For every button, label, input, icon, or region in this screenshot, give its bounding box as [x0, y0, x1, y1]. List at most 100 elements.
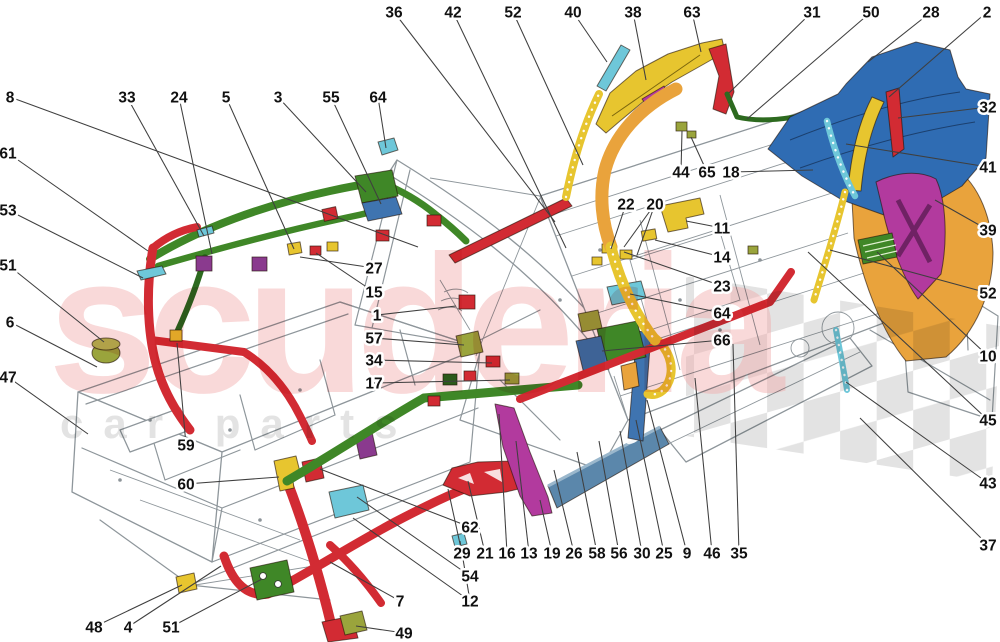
leader-line-6 [9, 321, 98, 368]
watermark-brand-text: scuderia [48, 215, 786, 434]
callout-36: 36 [385, 5, 403, 22]
callout-1: 1 [373, 308, 382, 325]
leader-line-43 [845, 381, 989, 484]
leader-lines [7, 11, 989, 634]
callout-44: 44 [672, 165, 690, 182]
leader-line-1 [376, 305, 457, 316]
leader-line-59 [176, 342, 187, 446]
leader-line-60 [185, 476, 280, 485]
part-mount-cylinder-top-olive [91, 337, 121, 351]
part-bracket-yellow [169, 329, 183, 342]
part-front-hoop-tube-red [143, 243, 195, 435]
part-clip-yellow [591, 256, 603, 266]
part-clip-red [427, 395, 441, 407]
leader-line-8 [9, 96, 419, 248]
leader-line-7 [329, 561, 401, 602]
callout-10: 10 [979, 349, 996, 366]
callout-29: 29 [453, 546, 471, 563]
callout-11: 11 [714, 221, 731, 238]
callout-50: 50 [862, 5, 879, 22]
part-sill-strip-red [448, 197, 573, 264]
callout-22: 22 [617, 197, 634, 214]
part-strip-yellow-riveted [810, 188, 849, 304]
part-strip-cyan [136, 265, 167, 281]
part-box-olive [455, 330, 484, 358]
part-front-lower-crossmember-green [154, 206, 384, 270]
leader-line-5 [225, 96, 295, 250]
leader-line-21 [467, 480, 486, 554]
part-dash-plate-blue [361, 196, 403, 222]
leader-line-57 [373, 337, 465, 346]
leader-line-54 [356, 496, 471, 577]
part-bracket-olive [577, 309, 603, 333]
leader-line-55 [330, 96, 382, 205]
leader-line-41 [845, 143, 989, 168]
leader-line-39 [934, 199, 989, 231]
leader-line-26 [553, 469, 575, 554]
callout-21: 21 [476, 546, 494, 563]
callout-30: 30 [633, 546, 650, 563]
callout-3: 3 [274, 90, 283, 107]
part-bracket-olive [339, 610, 368, 636]
leader-line-61 [7, 152, 149, 252]
leader-line-37 [859, 417, 989, 546]
callout-59: 59 [177, 438, 195, 455]
callout-14: 14 [713, 250, 731, 267]
callout-65: 65 [698, 165, 716, 182]
callout-55: 55 [322, 90, 340, 107]
leader-line-64 [629, 293, 723, 314]
callout-8: 8 [6, 90, 15, 107]
callout-51: 51 [0, 258, 17, 275]
leader-line-14 [654, 239, 723, 258]
leader-line-2 [888, 11, 988, 98]
callout-57: 57 [365, 331, 382, 348]
callout-6: 6 [6, 315, 15, 332]
callout-62: 62 [461, 520, 478, 537]
part-clip-red [426, 214, 442, 227]
part-bracket-cyan [377, 137, 399, 156]
callout-15: 15 [365, 285, 383, 302]
leader-line-10 [876, 251, 989, 357]
leader-line-18 [730, 169, 814, 173]
leader-line-51 [170, 578, 263, 628]
part-bracket-cyan [328, 484, 370, 519]
leader-line-46 [694, 377, 713, 554]
part-bracket-purple [251, 256, 268, 272]
callout-38: 38 [624, 5, 642, 22]
leader-line-48 [93, 584, 183, 628]
callout-7: 7 [396, 594, 405, 611]
leader-line-11 [685, 220, 723, 229]
callout-19: 19 [543, 546, 561, 563]
callout-51: 51 [162, 620, 180, 637]
callout-46: 46 [703, 546, 721, 563]
callout-37: 37 [979, 538, 996, 555]
part-roof-header-yellow [595, 38, 726, 134]
leader-line-65 [690, 136, 708, 173]
callout-61: 61 [0, 146, 17, 163]
callout-24: 24 [170, 90, 188, 107]
leader-line-63 [691, 11, 702, 53]
callout-48: 48 [85, 620, 103, 637]
part-bpillar-lower-magenta [494, 403, 553, 517]
callout-66: 66 [713, 333, 731, 350]
leader-line-40 [572, 11, 608, 63]
part-sill-beam-green [282, 393, 429, 486]
leader-line-47 [7, 376, 89, 435]
callout-28: 28 [922, 5, 940, 22]
part-bracket-red [458, 294, 476, 310]
part-bracket-yellow [286, 241, 303, 256]
leader-line-16 [498, 413, 508, 554]
leader-line-32 [897, 106, 989, 119]
leader-line-51 [7, 264, 105, 343]
part-front-down-tube-red [240, 348, 316, 445]
leader-line-17 [373, 379, 511, 384]
callout-53: 53 [0, 203, 17, 220]
highlighted-parts [91, 38, 994, 642]
leader-line-20 [636, 203, 656, 256]
leader-line-35 [732, 343, 740, 554]
callout-63: 63 [683, 5, 701, 22]
callout-64: 64 [713, 306, 731, 323]
leader-line-64 [377, 96, 387, 149]
callout-60: 60 [177, 477, 194, 494]
